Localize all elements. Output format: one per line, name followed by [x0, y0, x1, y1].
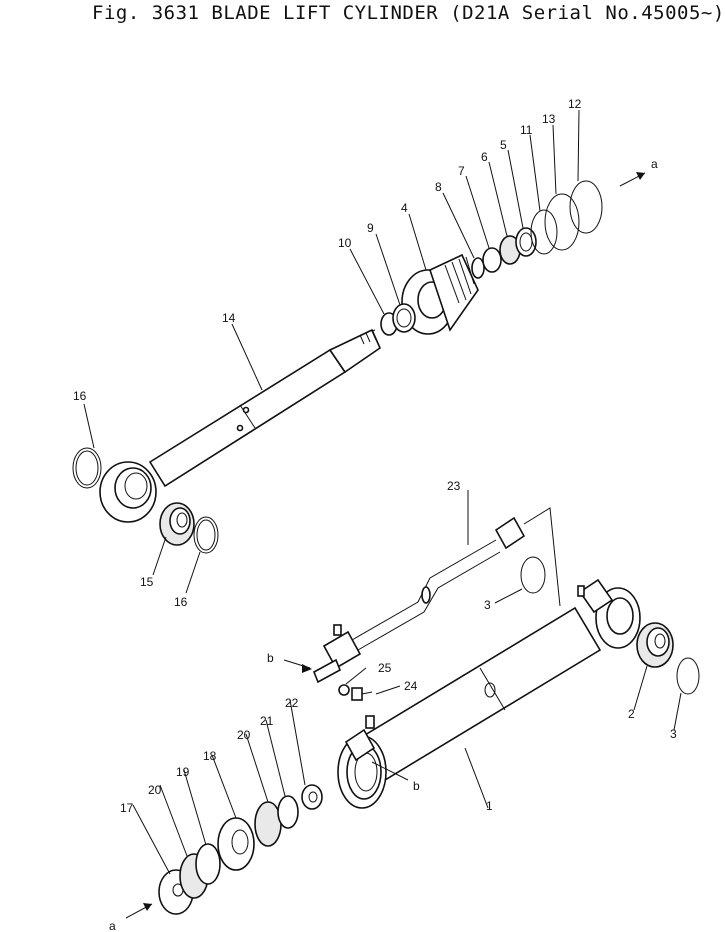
marker-a-top: a: [651, 157, 658, 171]
callout-18: 18: [203, 749, 217, 763]
callout-12: 12: [568, 97, 582, 111]
callout-2: 2: [628, 707, 635, 721]
ring-19: [195, 843, 221, 885]
bolt-24: [351, 687, 373, 701]
callout-16-upper: 16: [73, 389, 87, 403]
callout-25: 25: [378, 661, 392, 675]
washer-25: [338, 684, 350, 696]
cylinder-port: [344, 715, 376, 762]
callout-21: 21: [260, 714, 274, 728]
callout-19: 19: [176, 765, 190, 779]
backup-ring-12: [569, 180, 603, 234]
callout-14: 14: [222, 311, 236, 325]
seal-7: [482, 247, 502, 273]
callout-3-upper: 3: [484, 598, 491, 612]
callout-16-lower: 16: [174, 595, 188, 609]
bushing-15: [159, 502, 195, 546]
wear-ring-20b: [254, 801, 282, 847]
piston-18: [217, 817, 255, 871]
seal-8: [471, 257, 485, 279]
callout-15: 15: [140, 575, 154, 589]
marker-b-left: b: [267, 651, 274, 665]
callout-6: 6: [481, 150, 488, 164]
snap-ring-16-upper: [72, 447, 102, 489]
callout-8: 8: [435, 180, 442, 194]
pipe-23: [351, 516, 526, 651]
cylinder-bottom-eye: [577, 578, 641, 649]
arrow-a-top-icon: [636, 172, 645, 180]
callout-10: 10: [338, 236, 352, 250]
callout-20-right: 20: [237, 728, 251, 742]
snap-ring-16-lower: [193, 516, 219, 554]
callout-24: 24: [404, 679, 418, 693]
marker-b-right: b: [413, 779, 420, 793]
cylinder-tube: [337, 606, 602, 809]
arrow-a-bottom-icon: [143, 903, 152, 911]
callout-22: 22: [285, 696, 299, 710]
ring-11: [530, 209, 558, 255]
ring-21: [277, 795, 299, 829]
figure-title: Fig. 3631 BLADE LIFT CYLINDER (D21A Seri…: [92, 2, 725, 24]
callout-20-left: 20: [148, 783, 162, 797]
callout-23: 23: [447, 479, 461, 493]
leader-lines: [83, 109, 682, 875]
callout-17: 17: [120, 801, 134, 815]
callout-9: 9: [367, 221, 374, 235]
callout-3-right: 3: [670, 727, 677, 741]
snap-ring-3-upper: [520, 556, 546, 594]
arrow-b-left-icon: [302, 664, 312, 673]
callout-4: 4: [401, 201, 408, 215]
ring-9: [392, 303, 416, 333]
callout-11: 11: [520, 123, 533, 137]
piston-rod: [148, 328, 382, 488]
marker-a-bottom: a: [109, 919, 116, 932]
exploded-parts-diagram: 14 16 15 16 10 9 4 8 7 6 5 11 13 12 a 23…: [72, 97, 700, 932]
pipe-block: [312, 624, 362, 684]
callout-1: 1: [486, 799, 493, 813]
cylinder-head: [401, 253, 479, 335]
bushing-2: [636, 622, 674, 668]
callout-13: 13: [542, 112, 556, 126]
rod-eye: [99, 461, 157, 523]
nut-22: [301, 784, 323, 810]
callout-5: 5: [500, 138, 507, 152]
seal-5: [515, 227, 537, 257]
callout-7: 7: [458, 164, 465, 178]
snap-ring-3-right: [676, 657, 700, 695]
o-ring-13: [544, 193, 580, 251]
